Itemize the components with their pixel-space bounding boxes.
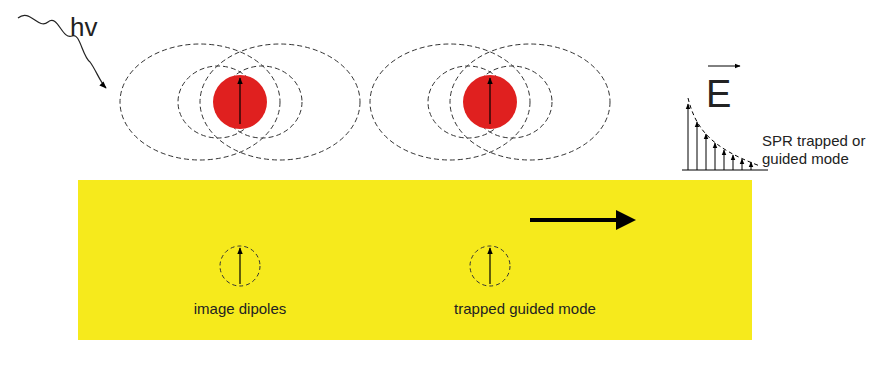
dipole-arrow xyxy=(489,78,490,124)
photon-label: hv xyxy=(70,12,97,43)
field-decay-plot xyxy=(682,66,768,170)
substrate-label: image dipoles xyxy=(194,300,287,318)
dipole-arrow xyxy=(239,78,240,124)
field-symbol: E xyxy=(706,72,731,118)
nanoparticle xyxy=(463,75,517,129)
nanoparticle xyxy=(213,75,267,129)
substrate-label: trapped guided mode xyxy=(454,300,596,318)
mode-label: SPR trapped or guided mode xyxy=(762,132,880,168)
substrate-band: image dipoles trapped guided mode xyxy=(78,180,752,340)
field-lines xyxy=(120,44,610,160)
